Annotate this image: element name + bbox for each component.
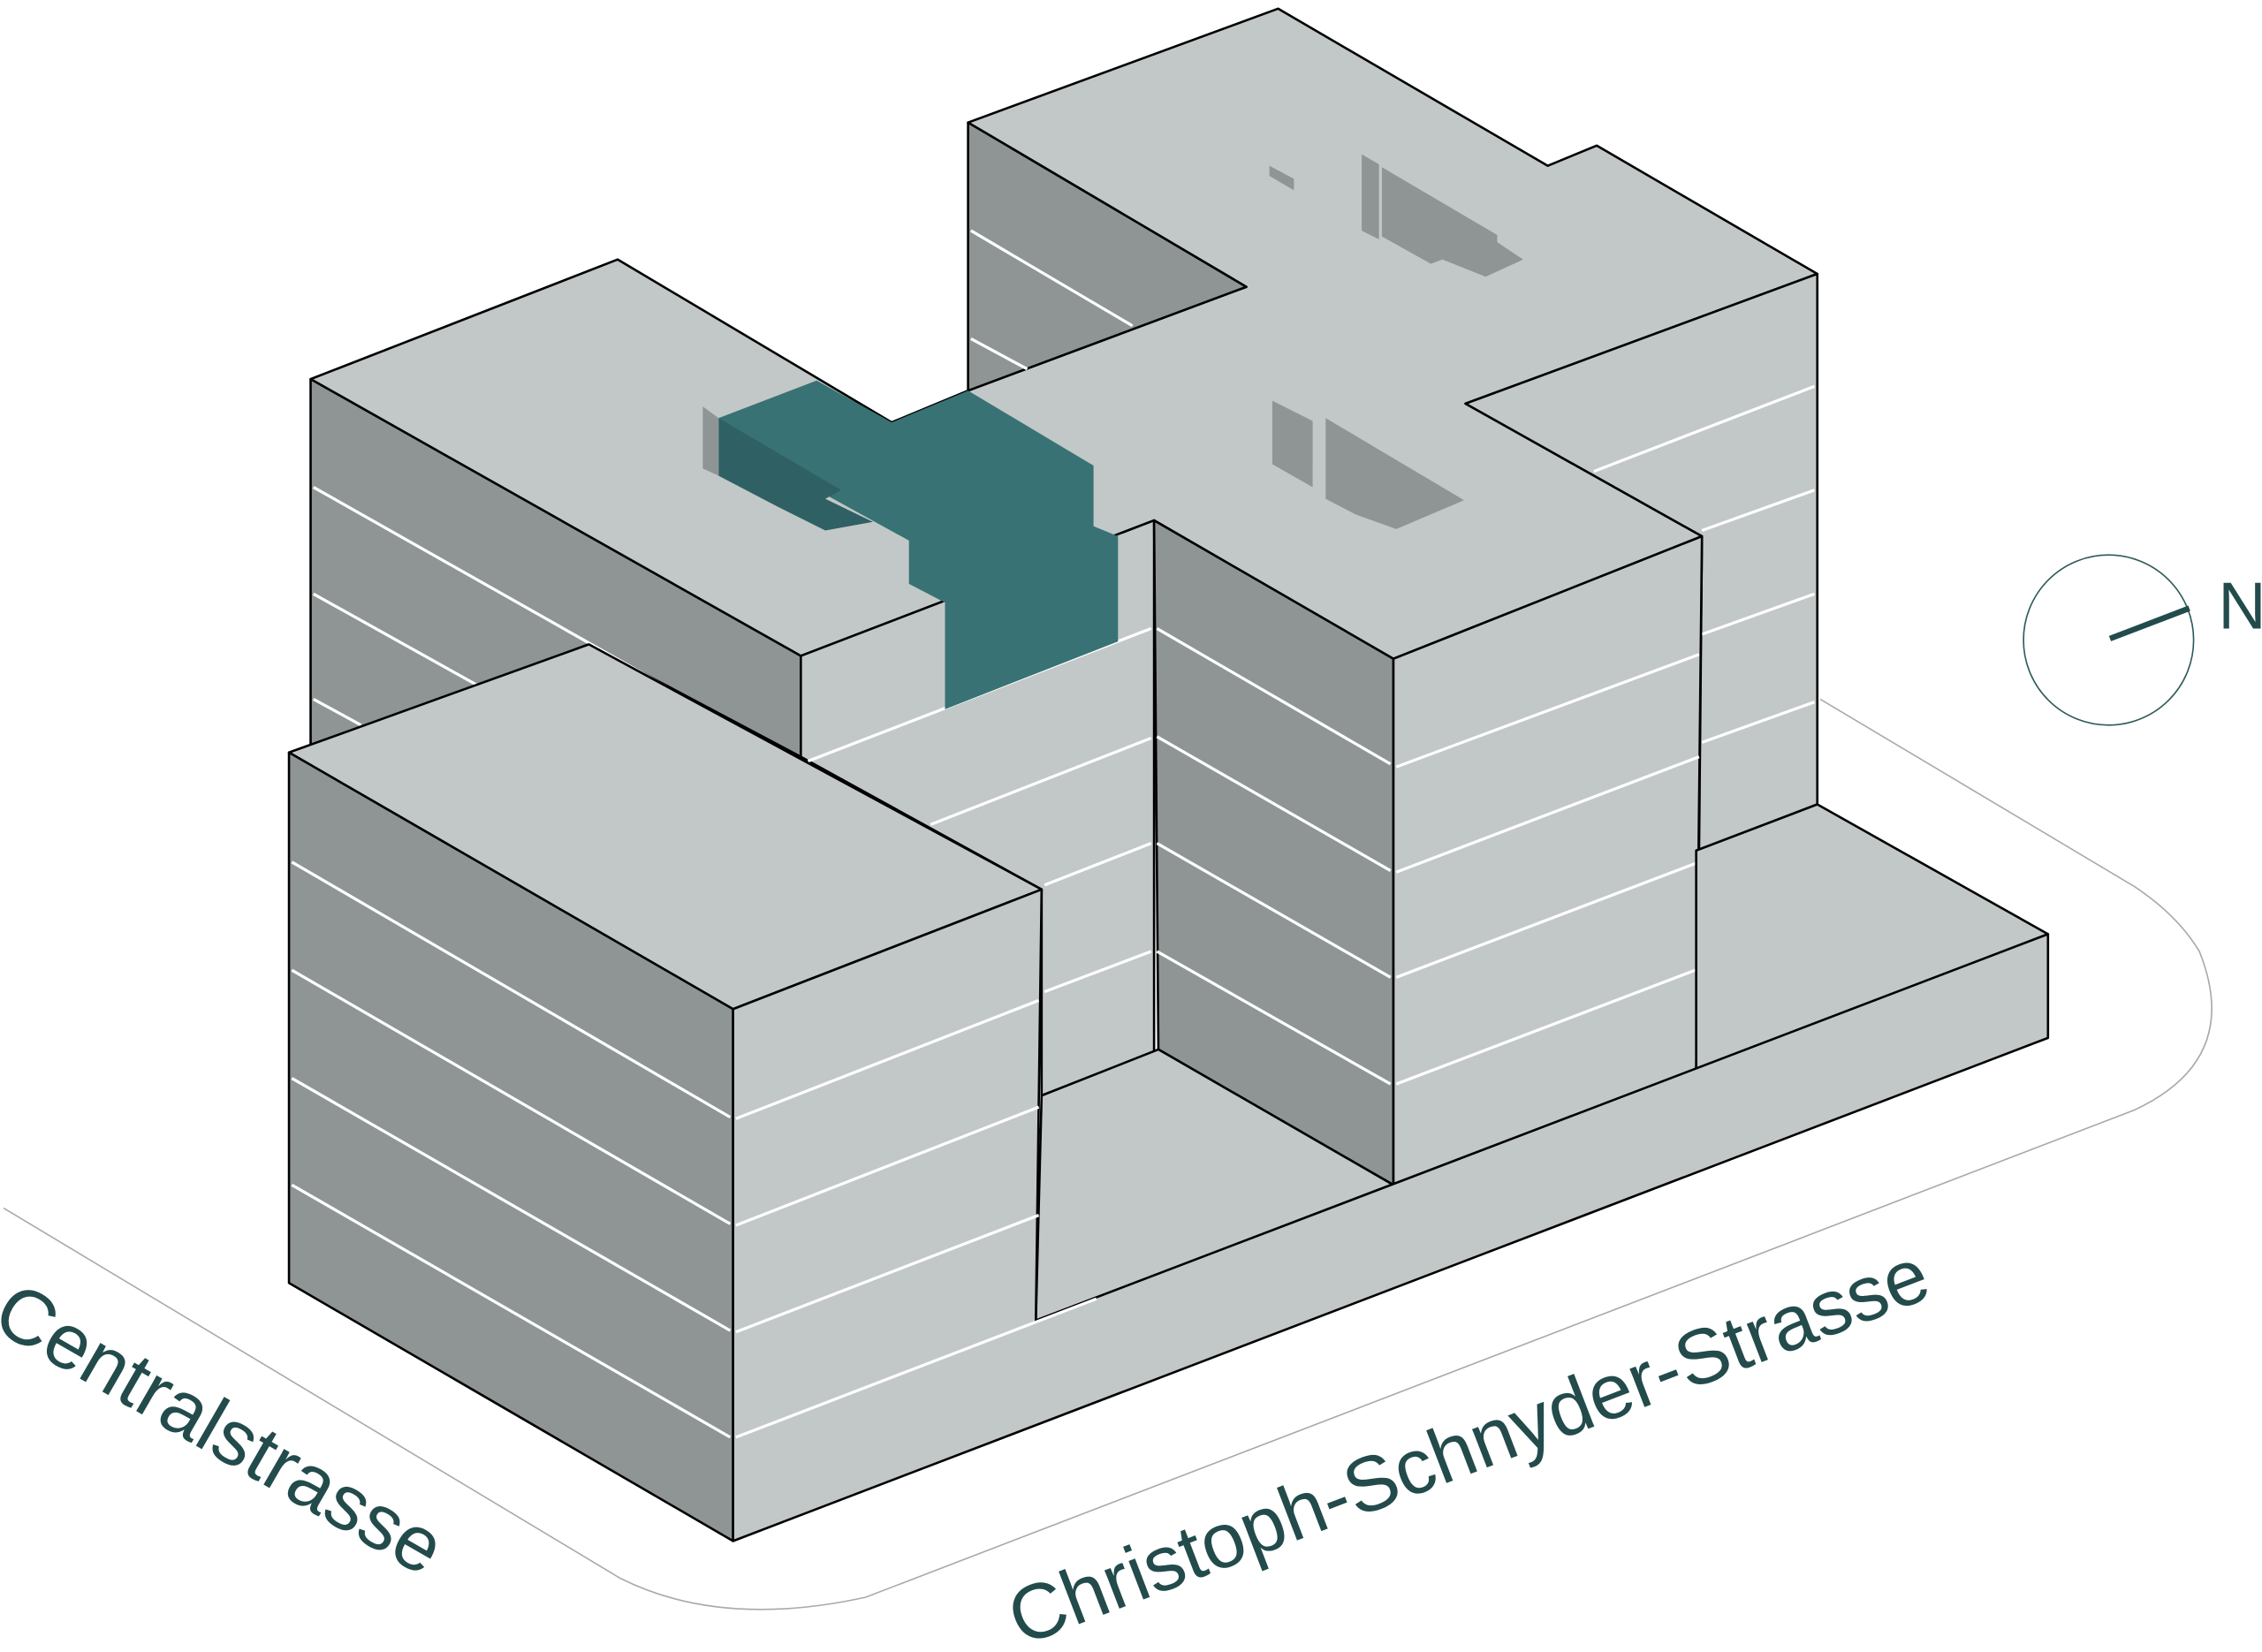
east-wing-floor-lines [1156, 627, 1700, 1086]
back-building-west-face [967, 121, 1248, 392]
back-building-floor-lines [1593, 384, 1816, 744]
roof-structure [702, 406, 719, 476]
highlighted-unit [718, 380, 1119, 709]
front-building-south-face [732, 888, 2050, 1542]
front-building-west-floor-lines [291, 860, 732, 1439]
north-label: N [2218, 568, 2262, 642]
front-building-south-floor-lines [735, 998, 1097, 1439]
north-arrow: N [2023, 554, 2262, 726]
north-arrow-needle [2108, 605, 2190, 641]
street-outline [3, 698, 2213, 1610]
highlighted-unit-shade [718, 418, 873, 531]
